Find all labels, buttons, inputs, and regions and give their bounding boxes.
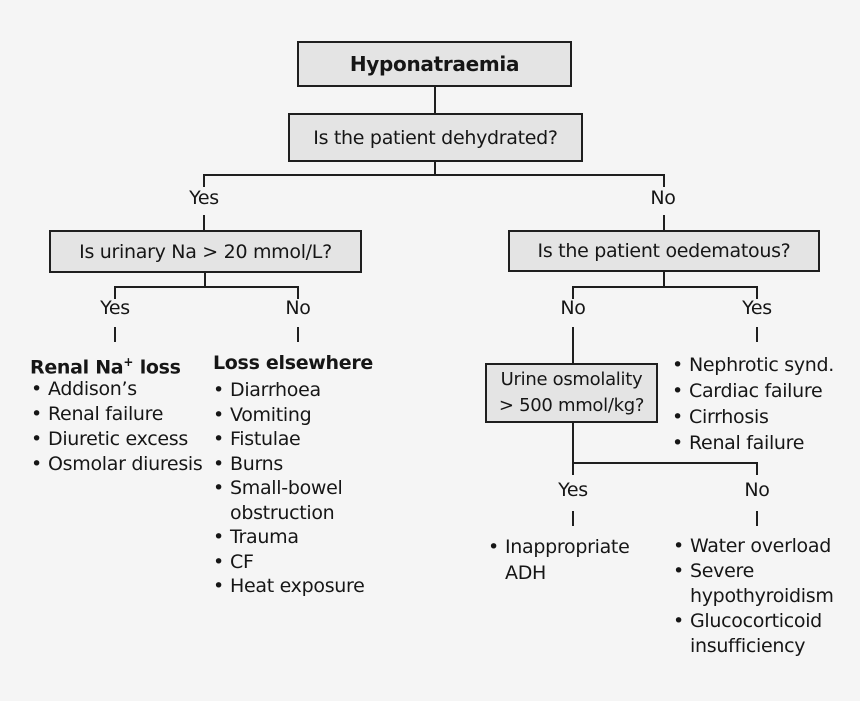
connector-oedematous-branch: [572, 286, 758, 288]
outcome-list-osmolality-no: Water overloadSevere hypothyroidismGluco…: [673, 534, 834, 659]
label-oedematous-no: No: [560, 297, 586, 319]
list-item: Nephrotic synd.: [672, 352, 847, 378]
connector-osmolality-no-lead: [756, 511, 758, 526]
connector-urinary-no-lead: [297, 327, 299, 342]
list-item: Osmolar diuresis: [31, 452, 211, 477]
connector-dehydrated-stub: [434, 161, 436, 175]
node-is-patient-dehydrated: Is the patient dehydrated?: [288, 113, 583, 162]
label-oedematous-yes: Yes: [742, 297, 772, 319]
list-item: Small-bowel obstruction: [213, 476, 385, 525]
node-hyponatraemia: Hyponatraemia: [297, 41, 572, 87]
outcome-list-loss-elsewhere: DiarrhoeaVomitingFistulaeBurnsSmall-bowe…: [213, 378, 385, 599]
connector-oedematous-stub: [663, 270, 665, 287]
outcome-list-osmolality-yes: Inappropriate ADH: [488, 534, 630, 586]
list-item: Diarrhoea: [213, 378, 385, 403]
list-item: Cirrhosis: [672, 404, 847, 430]
node-is-patient-oedematous: Is the patient oedematous?: [508, 230, 820, 272]
connector-urinary-stub: [204, 271, 206, 287]
list-item: Diuretic excess: [31, 427, 211, 452]
connector-no-to-osmolality: [572, 327, 574, 365]
connector-dehydrated-yes-tick: [203, 174, 205, 187]
outcome-list-oedematous-yes: Nephrotic synd.Cardiac failureCirrhosisR…: [672, 352, 847, 456]
title-text: loss: [133, 356, 181, 379]
list-item: Fistulae: [213, 427, 385, 452]
list-item: Inappropriate ADH: [488, 534, 630, 586]
label-osmolality-no: No: [744, 479, 770, 501]
list-item: Addison’s: [31, 377, 211, 402]
connector-dehydrated-branch: [203, 174, 665, 176]
list-item: Cardiac failure: [672, 378, 847, 404]
connector-urinary-yes-lead: [114, 327, 116, 342]
connector-osmolality-yes-lead: [572, 511, 574, 526]
node-is-urinary-na-gt-20: Is urinary Na > 20 mmol/L?: [49, 230, 362, 273]
connector-osmolality-stub: [572, 421, 574, 464]
connector-osmolality-no-tick: [756, 462, 758, 475]
connector-oedematous-yes-lead: [756, 327, 758, 342]
label-osmolality-yes: Yes: [558, 479, 588, 501]
label-urinary-yes: Yes: [100, 297, 130, 319]
connector-no-to-oedematous: [663, 215, 665, 230]
list-item: Water overload: [673, 534, 831, 559]
list-item: Vomiting: [213, 403, 385, 428]
list-item: Burns: [213, 452, 385, 477]
connector-oedematous-yes-tick: [756, 286, 758, 299]
list-item: Renal failure: [31, 402, 211, 427]
connector-oedematous-no-tick: [572, 286, 574, 299]
label-urinary-no: No: [285, 297, 311, 319]
connector-dehydrated-no-tick: [663, 174, 665, 187]
connector-urinary-no-tick: [297, 286, 299, 299]
connector-yes-to-urinary: [203, 215, 205, 230]
connector-urinary-branch: [114, 286, 299, 288]
label-dehydrated-no: No: [650, 187, 676, 209]
outcome-list-renal-na-loss: Addison’sRenal failureDiuretic excessOsm…: [31, 377, 211, 477]
outcome-title-renal-na-loss: Renal Na+ loss: [30, 352, 181, 378]
list-item: Heat exposure: [213, 574, 385, 599]
label-dehydrated-yes: Yes: [189, 187, 219, 209]
outcome-title-loss-elsewhere: Loss elsewhere: [213, 352, 374, 374]
node-urine-osmolality-line1: Urine osmolality: [500, 369, 643, 390]
list-item: Severe hypothyroidism: [673, 559, 834, 609]
list-item: Trauma: [213, 525, 385, 550]
superscript-plus: +: [123, 355, 134, 369]
connector-urinary-yes-tick: [114, 286, 116, 299]
connector-osmolality-branch: [572, 462, 758, 464]
node-urine-osmolality-line2: > 500 mmol/kg?: [498, 395, 645, 416]
connector-root-to-dehydrated: [434, 87, 436, 113]
list-item: Glucocorticoid insufficiency: [673, 609, 831, 659]
title-text: Renal Na: [30, 356, 124, 379]
list-item: CF: [213, 550, 385, 575]
list-item: Renal failure: [672, 430, 847, 456]
connector-osmolality-yes-tick: [572, 462, 574, 475]
node-urine-osmolality: Urine osmolality > 500 mmol/kg?: [485, 363, 658, 423]
